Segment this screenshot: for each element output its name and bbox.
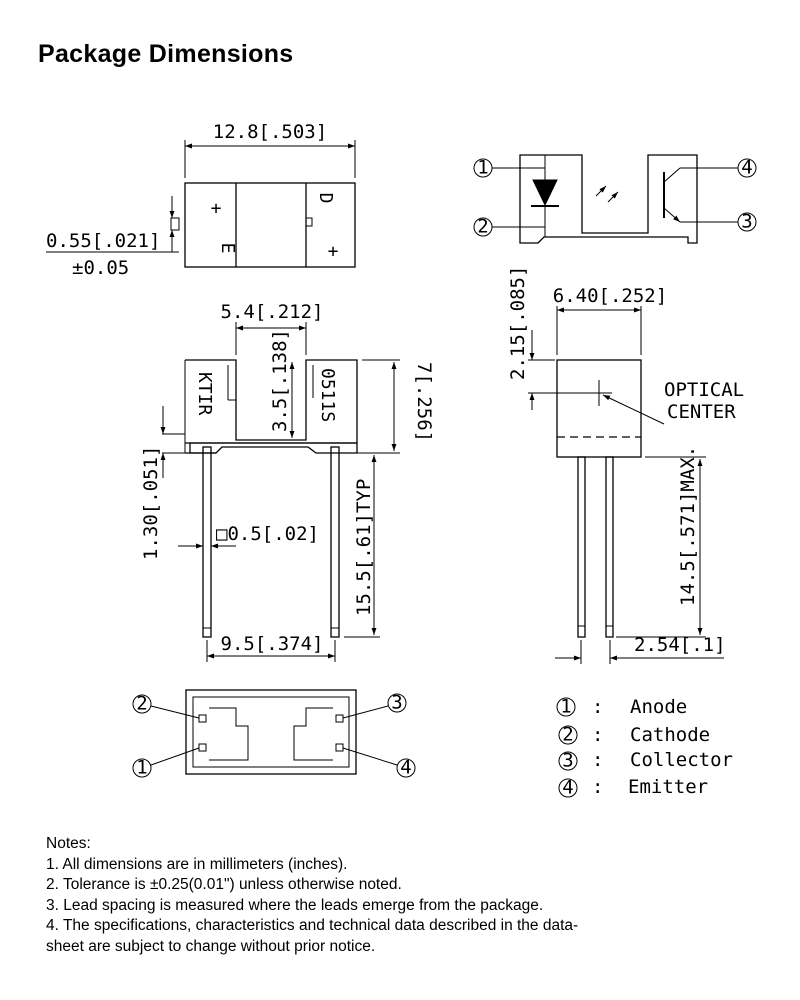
legend-num: 4 (562, 777, 573, 799)
pin-callout-2: 2 (477, 216, 488, 238)
pin-callout-3: 3 (741, 211, 752, 233)
plus-mark-right: + (328, 241, 339, 262)
legend-row-collector: 3 : Collector (558, 749, 733, 772)
marking-e: E (217, 243, 238, 254)
notes-section: Notes: 1. All dimensions are in millimet… (46, 834, 578, 957)
pin-callout-1: 1 (477, 157, 488, 179)
dim-body-height: 7[.256] (413, 362, 435, 442)
dim-side-pitch: 2.54[.1] (634, 634, 726, 656)
dim-lead-square: □0.5[.02] (216, 523, 319, 545)
dim-side-lead: 14.5[.571]MAX. (677, 446, 699, 606)
dim-slot-depth: 3.5[.138] (269, 329, 291, 432)
top-view: 12.8[.503] 0.55[.021] ±0.05 + E D + (46, 121, 356, 279)
legend-num: 2 (562, 724, 573, 746)
dim-pin-stub: 0.55[.021] (46, 230, 160, 252)
dim-lead-spacing-front: 9.5[.374] (221, 633, 324, 655)
optical-center-label-line1: OPTICAL (664, 379, 744, 401)
marking-part: 0511S (317, 368, 338, 422)
dim-gap-width: 5.4[.212] (221, 301, 324, 323)
optical-center-label-line2: CENTER (667, 401, 736, 423)
legend-name-collector: Collector (630, 749, 733, 771)
note-3: 3. Lead spacing is measured where the le… (46, 896, 544, 914)
legend-num: 1 (560, 696, 571, 718)
legend-row-anode: 1 : Anode (556, 696, 687, 718)
note-4-line1: 4. The specifications, characteristics a… (46, 917, 579, 934)
bottom-pin-callout-1: 1 (136, 757, 147, 779)
dim-pin-stub-tolerance: ±0.05 (72, 257, 129, 279)
legend-row-cathode: 2 : Cathode (558, 724, 710, 746)
marking-brand: KTIR (194, 372, 215, 416)
legend-name-cathode: Cathode (630, 724, 710, 746)
dim-overall-width: 12.8[.503] (213, 121, 327, 143)
legend-colon: : (592, 724, 603, 746)
pin-callout-4: 4 (741, 157, 752, 179)
note-2: 2. Tolerance is ±0.25(0.01") unless othe… (46, 876, 402, 893)
legend-row-emitter: 4 : Emitter (558, 776, 708, 799)
pin-legend: 1 : Anode 2 : Cathode 3 : Collector 4 : … (556, 696, 733, 799)
schematic: 1 2 4 3 (473, 154, 757, 244)
notes-heading: Notes: (46, 835, 91, 852)
bottom-view: 2 1 3 4 (132, 689, 416, 779)
bottom-pin-callout-3: 3 (391, 692, 402, 714)
note-4-line2: sheet are subject to change without prio… (46, 937, 376, 955)
plus-mark-left: + (211, 198, 222, 219)
bottom-pin-callout-4: 4 (400, 757, 411, 779)
bottom-pin-callout-2: 2 (136, 693, 147, 715)
note-1: 1. All dimensions are in millimeters (in… (46, 855, 348, 873)
legend-colon: : (592, 749, 603, 771)
dim-side-width: 6.40[.252] (553, 285, 667, 307)
dim-flange: 1.30[.051] (140, 446, 162, 560)
legend-colon: : (592, 776, 603, 798)
dim-side-top: 2.15[.085] (507, 266, 529, 380)
legend-colon: : (592, 696, 603, 718)
package-drawing: 12.8[.503] 0.55[.021] ±0.05 + E D + 5.4[… (46, 121, 757, 799)
side-view: 6.40[.252] 2.15[.085] OPTICAL CENTER 14.… (507, 266, 744, 664)
legend-num: 3 (562, 750, 573, 772)
front-view: 5.4[.212] 3.5[.138] 7[.256] 1.30[.051] □… (140, 301, 435, 662)
page-title: Package Dimensions (38, 40, 294, 68)
legend-name-anode: Anode (630, 696, 687, 718)
dim-lead-length: 15.5[.61]TYP (353, 479, 375, 616)
marking-d: D (315, 193, 336, 204)
legend-name-emitter: Emitter (628, 776, 708, 798)
